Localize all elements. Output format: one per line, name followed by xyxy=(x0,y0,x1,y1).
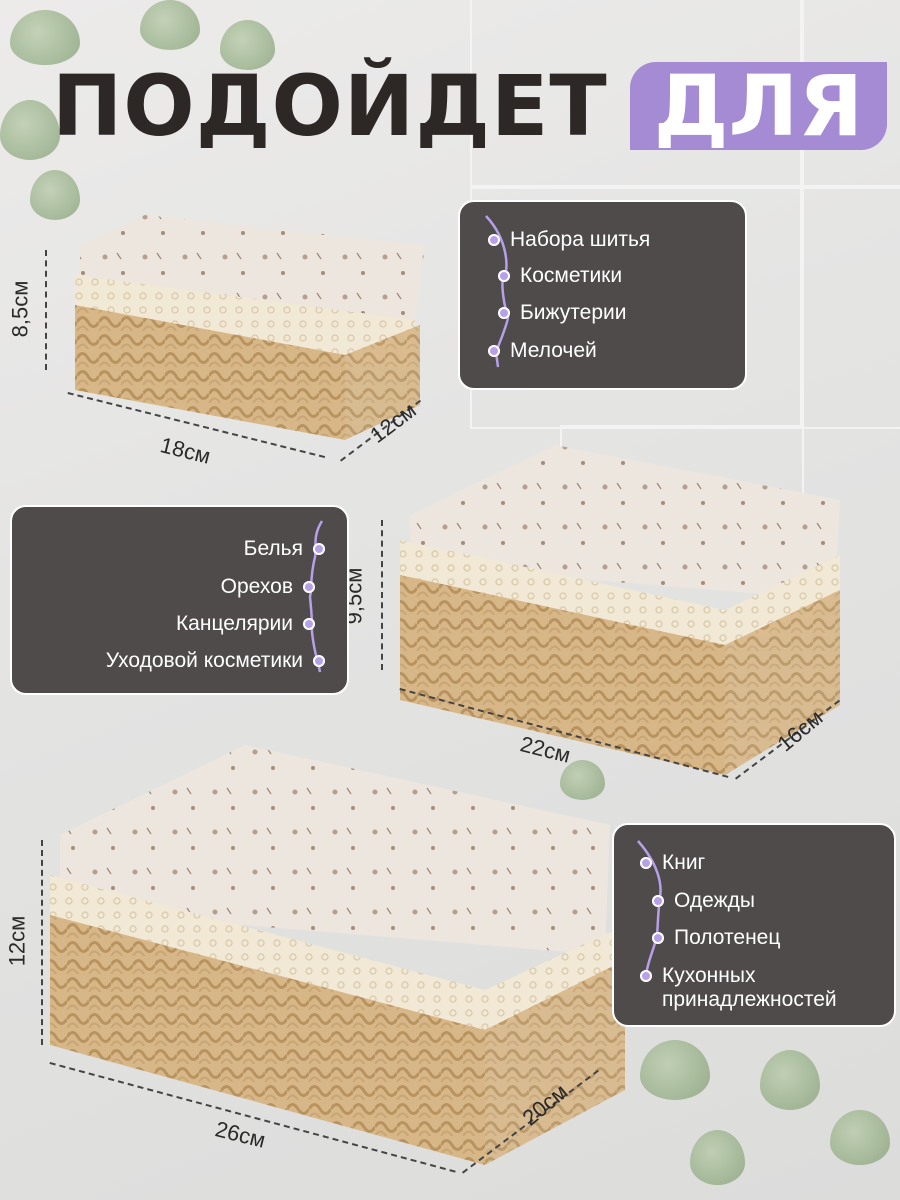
bullet-icon xyxy=(652,932,664,944)
eucalyptus-leaf xyxy=(30,170,80,220)
eucalyptus-leaf xyxy=(220,20,275,70)
eucalyptus-leaf xyxy=(830,1110,890,1165)
heading-word: ПОДОЙДЕТ xyxy=(52,57,608,155)
use-item: Кухонных принадлежностей xyxy=(640,964,885,1012)
use-item: Белья xyxy=(244,537,325,561)
use-item: Мелочей xyxy=(488,339,597,363)
card-small-uses: Набора шитья Косметики Бижутерии Мелочей xyxy=(458,200,747,390)
use-item: Косметики xyxy=(498,264,622,288)
basket-large-image xyxy=(50,745,625,1165)
height-dimension-line xyxy=(45,250,47,370)
eucalyptus-leaf xyxy=(0,100,60,160)
card-medium-uses: Белья Орехов Канцелярии Уходовой космети… xyxy=(10,505,349,695)
eucalyptus-leaf xyxy=(560,760,605,800)
bullet-icon xyxy=(303,618,315,630)
use-item: Бижутерии xyxy=(498,301,627,325)
bullet-icon xyxy=(640,857,652,869)
use-item: Орехов xyxy=(221,575,315,599)
eucalyptus-leaf xyxy=(10,10,80,65)
bullet-icon xyxy=(313,543,325,555)
wall-tile xyxy=(800,185,900,429)
bullet-icon xyxy=(488,345,500,357)
eucalyptus-leaf xyxy=(140,0,200,50)
use-item: Полотенец xyxy=(652,926,780,950)
height-dimension-line xyxy=(41,840,43,1045)
connector-curve xyxy=(637,840,662,976)
height-dimension-line xyxy=(381,520,383,670)
eucalyptus-leaf xyxy=(690,1130,745,1185)
basket-medium-image xyxy=(400,445,840,775)
eucalyptus-leaf xyxy=(760,1050,820,1110)
connector-curve xyxy=(485,215,510,368)
card-large-uses: Книг Одежды Полотенец Кухонных принадлеж… xyxy=(612,823,896,1027)
use-item: Канцелярии xyxy=(176,612,315,636)
bullet-icon xyxy=(313,655,325,667)
bullet-icon xyxy=(652,895,664,907)
bullet-icon xyxy=(498,270,510,282)
bullet-icon xyxy=(498,307,510,319)
page-heading: ПОДОЙДЕТ ДЛЯ xyxy=(52,62,887,150)
basket-small-image xyxy=(75,215,425,440)
use-item: Книг xyxy=(640,851,705,875)
bullet-icon xyxy=(488,234,500,246)
basket-small-height: 8,5см xyxy=(7,280,33,338)
use-item: Одежды xyxy=(652,889,755,913)
use-item: Набора шитья xyxy=(488,228,650,252)
heading-highlight: ДЛЯ xyxy=(629,62,887,150)
bullet-icon xyxy=(640,970,652,982)
use-item: Уходовой косметики xyxy=(106,649,325,673)
basket-large-height: 12см xyxy=(4,915,30,967)
bullet-icon xyxy=(303,581,315,593)
eucalyptus-leaf xyxy=(640,1040,710,1100)
